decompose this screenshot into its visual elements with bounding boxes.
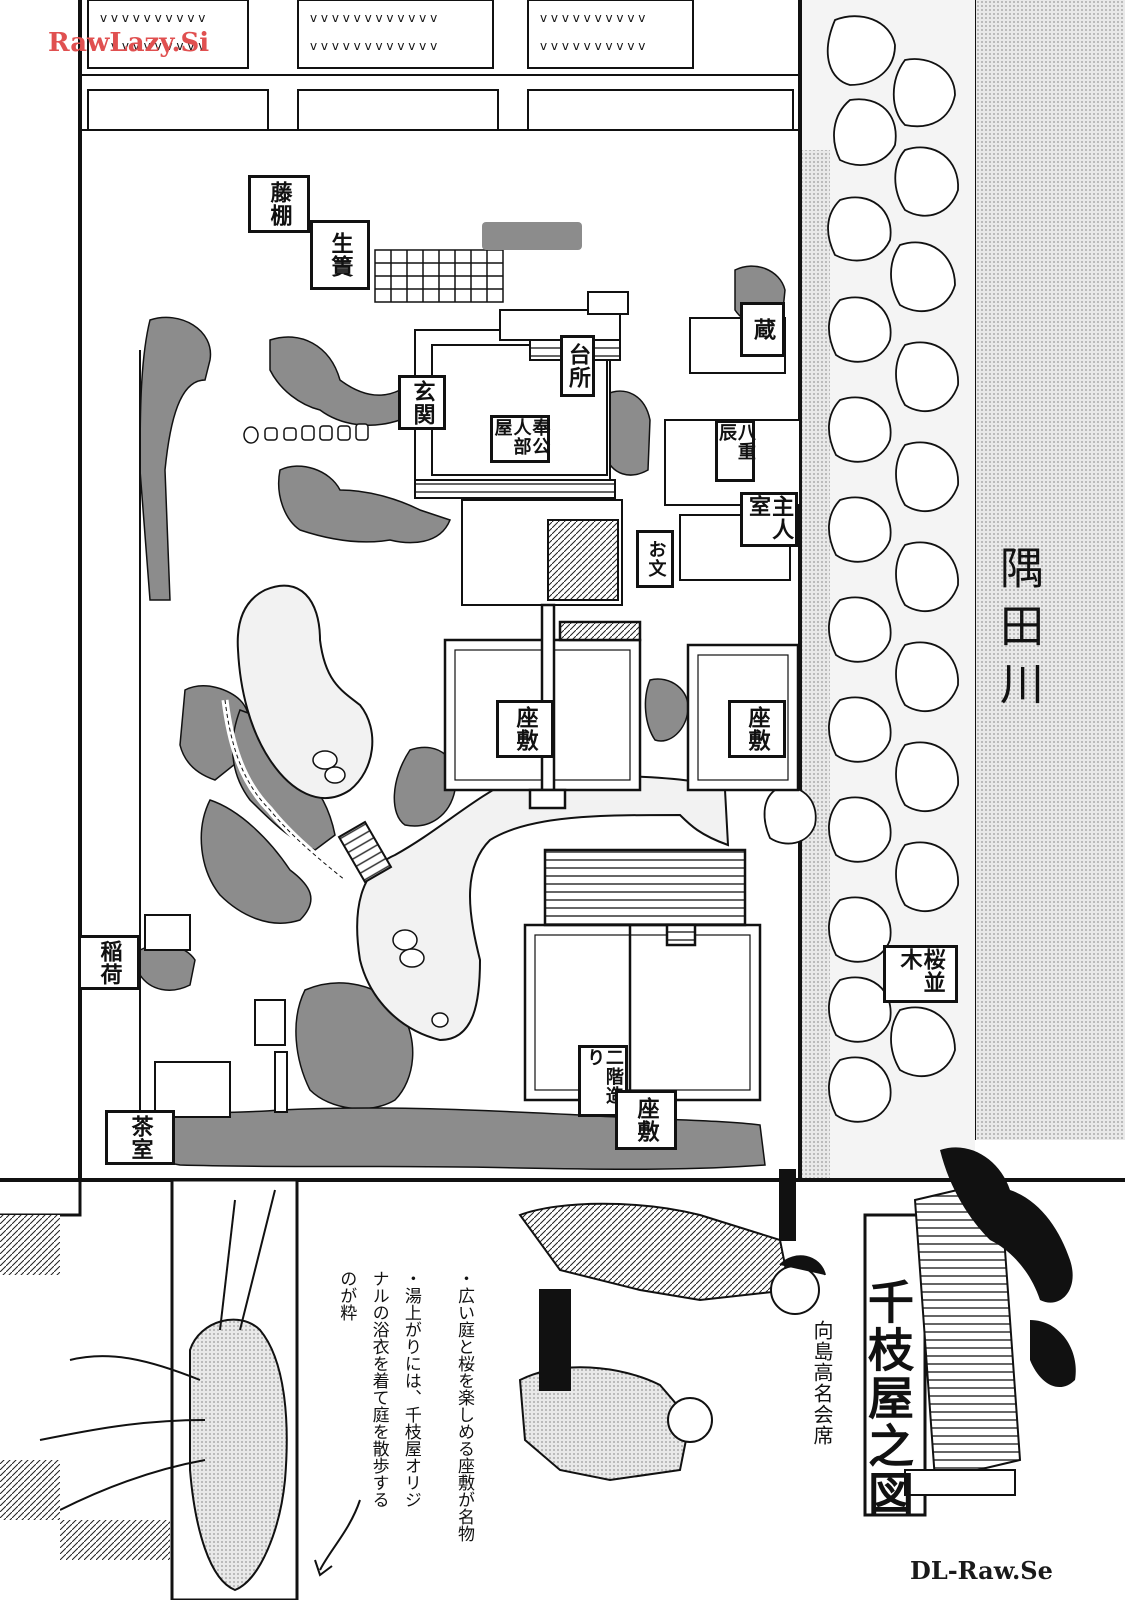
- note-2: ・湯上がりには、千枝屋オリジナルの浴衣を着て庭を散歩するのが粋: [336, 1270, 421, 1508]
- river-area: [975, 0, 1125, 1140]
- pine-branches: [940, 1147, 1076, 1388]
- cherry-tree-row: [763, 15, 959, 1123]
- svg-text:v v v v v v v v v v v v: v v v v v v v v v v v v: [310, 11, 437, 25]
- label-zashiki-bottom: 座敷: [615, 1090, 677, 1150]
- watermark-bottom: DL-Raw.Se: [910, 1556, 1053, 1585]
- pond-upper: [236, 584, 374, 800]
- character-figures: [518, 1169, 826, 1482]
- map-subtitle: 向島高名会席: [810, 1320, 834, 1446]
- label-genkan: 玄関: [398, 375, 446, 430]
- svg-text:v v v v v v v v v v: v v v v v v v v v v: [100, 39, 205, 53]
- bridge: [337, 820, 393, 884]
- gate-roof: [904, 1178, 1022, 1496]
- nikai-building: [523, 848, 762, 1102]
- lower-panel-border: [0, 1178, 82, 1217]
- label-fuji-trellis: 藤棚: [248, 175, 310, 233]
- svg-text:v v v v v v v v v v: v v v v v v v v v v: [540, 11, 645, 25]
- label-yaetatsu: 八重辰: [715, 420, 756, 482]
- sign-board: [863, 1213, 927, 1517]
- main-buildings: [414, 291, 801, 606]
- tree-clumps: [119, 265, 786, 1170]
- label-hokonin-heya: 奉公人部屋: [490, 415, 550, 463]
- field-3: [527, 0, 694, 69]
- svg-text:v v v v v v v v v v: v v v v v v v v v v: [540, 39, 645, 53]
- note-1: ・広い庭と桜を楽しめる座敷が名物: [454, 1270, 474, 1542]
- label-ikesu: 生簀: [310, 220, 370, 290]
- label-inari: 稲荷: [78, 935, 140, 990]
- svg-text:v v v v v v v v v v v v: v v v v v v v v v v v v: [310, 39, 437, 53]
- label-daidokoro: 台所: [560, 335, 595, 397]
- zashiki-upper: [443, 603, 800, 810]
- small-structures: [139, 350, 288, 1150]
- field-1: [87, 0, 249, 69]
- field-2: [297, 0, 494, 69]
- label-zashiki-left: 座敷: [496, 700, 554, 758]
- river-label: 隅田川: [992, 545, 1043, 719]
- svg-text:v v v v v v v v v v: v v v v v v v v v v: [100, 11, 205, 25]
- ikesu-grid: [374, 249, 504, 303]
- label-zashiki-right: 座敷: [728, 700, 786, 758]
- label-kura: 蔵: [740, 302, 785, 357]
- watermark-top: RawLazy.Si: [48, 28, 210, 58]
- label-shujin-shitsu: 主人室: [740, 492, 798, 547]
- label-ofumi: お文: [636, 530, 674, 588]
- stepping-stones: [243, 423, 449, 1028]
- lobster-illustration: [39, 1189, 288, 1592]
- label-chashitsu: 茶室: [105, 1110, 175, 1165]
- label-sakura-namiki: 桜並木: [883, 945, 958, 1003]
- map-title: 千枝屋之図: [861, 1278, 915, 1518]
